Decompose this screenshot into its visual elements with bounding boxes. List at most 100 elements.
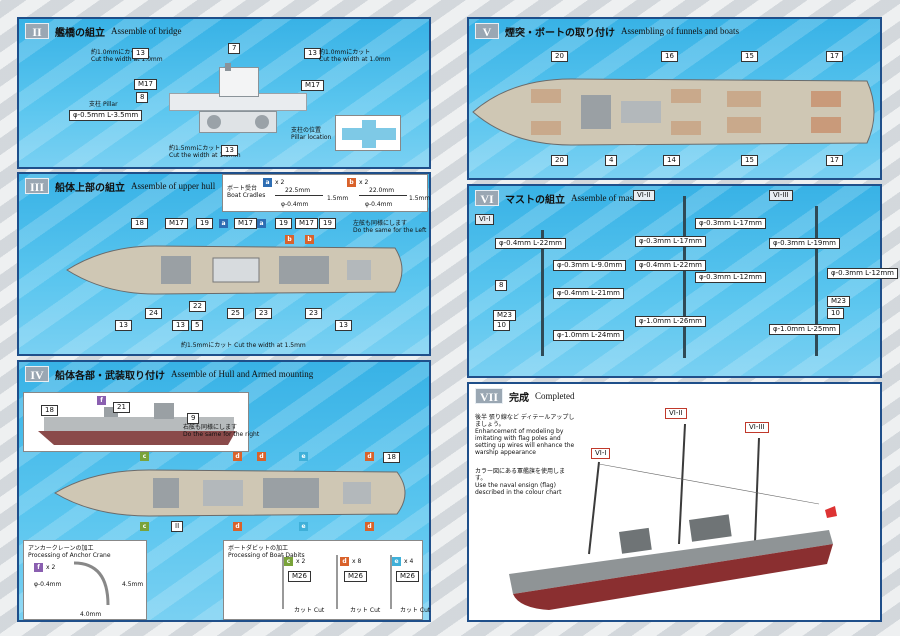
part-label: 10 [493,320,510,331]
section-header: VII 完成 Completed [475,388,575,404]
cradle-dim-b: 22.0mm [369,187,395,194]
mast-dim: φ-0.3mm L-19mm [769,238,840,249]
pillar-dimension: φ-0.5mm L-3.5mm [69,110,143,121]
step-number: VI [475,190,499,206]
mast-subtitle: VI-III [769,190,793,201]
mast-3 [815,206,818,356]
section-masts: VI マストの組立 Assemble of masts VI-I φ-0.4mm… [467,184,898,378]
section-title-jp: 煙突・ボートの取り付け [505,27,615,39]
part-label: 19 [196,218,213,229]
part-label: 8 [136,92,149,103]
mast-dim: φ-0.3mm L-17mm [635,236,706,247]
part-label: M26 [288,571,311,582]
part-label: 22 [189,301,206,312]
part-label: 23 [255,308,272,319]
hull-top-view [53,466,413,520]
part-label: 13 [132,48,149,59]
section-header: III 船体上部の組立 Assemble of upper hull [25,178,215,194]
part-label: 17 [826,155,843,166]
step-number: VII [475,388,504,404]
part-label: M23 [827,296,850,307]
mast-dim: φ-0.4mm L-21mm [553,288,624,299]
step-number: V [475,23,499,39]
mast-2 [683,196,686,358]
part-label: 13 [221,145,238,156]
mast-dim: φ-0.4mm L-22mm [495,238,566,249]
part-label: M26 [396,571,419,582]
callout-vi-i: VI-I [591,448,611,459]
tag-b: b [347,178,356,187]
section-upper-hull: III 船体上部の組立 Assemble of upper hull ボート受台… [17,172,431,356]
part-label: 4 [605,155,618,166]
part-label: 19 [319,218,336,229]
part-label: 18 [131,218,148,229]
part-label: 7 [228,43,241,54]
part-label: M17 [295,218,318,229]
hull-outline [66,245,403,295]
part-label: M17 [134,79,157,90]
part-label: 18 [383,452,400,463]
cradle-dim-a: 22.5mm [285,187,311,194]
part-label: 10 [827,308,844,319]
part-label: 14 [663,155,680,166]
section-title-en: Assemble of Hull and Armed mounting [171,369,314,379]
part-label: 13 [115,320,132,331]
mast-dim: φ-0.4mm L-22mm [635,260,706,271]
side-view-panel [23,392,249,452]
section-funnels-boats: V 煙突・ボートの取り付け Assembling of funnels and … [467,17,882,180]
mast-dim: φ-1.0mm L-26mm [635,316,706,327]
part-label: M26 [344,571,367,582]
part-label: 17 [826,51,843,62]
mast-subtitle: VI-I [475,214,495,225]
part-label: 19 [275,218,292,229]
part-label: II [171,521,184,532]
part-label: 13 [335,320,352,331]
upper-hull-model [65,242,409,298]
part-label: 13 [172,320,189,331]
pillar-note: 支柱 Pillar [89,101,118,108]
section-header: IV 船体各部・武装取り付け Assemble of Hull and Arme… [25,366,313,382]
section-completed: VII 完成 Completed 後半 張り線など ディテールアップしましょう。… [467,382,882,622]
hull-side-view [38,403,236,445]
part-label: 8 [495,280,508,291]
bridge-model [169,63,307,135]
part-label: 20 [551,51,568,62]
section-title-en: Assembling of funnels and boats [621,26,739,36]
step-number: IV [25,366,49,382]
mast-dim: φ-0.3mm L-17mm [695,218,766,229]
flag-note: カラー図にある軍艦旗を使用します。Use the naval ensign (f… [475,468,566,496]
part-label: M17 [165,218,188,229]
part-label: 20 [551,155,568,166]
mast-dim: φ-0.3mm L-12mm [695,272,766,283]
part-label: M17 [301,80,324,91]
part-label: 13 [304,48,321,59]
section-hull-armed: IV 船体各部・武装取り付け Assemble of Hull and Arme… [17,360,431,622]
mast-1 [541,230,544,356]
section-header: V 煙突・ボートの取り付け Assembling of funnels and … [475,23,739,39]
mast-dim: φ-0.3mm L-12mm [827,268,898,279]
section-title-jp: 艦橋の組立 [55,27,105,39]
part-label: 24 [145,308,162,319]
step-number: II [25,23,49,39]
section-header: VI マストの組立 Assemble of masts [475,190,639,206]
part-label: 5 [191,320,204,331]
part-label: 23 [305,308,322,319]
section-title-en: Completed [535,391,575,401]
part-label: 9 [187,413,200,424]
section-title-jp: 船体各部・武装取り付け [55,370,165,382]
mast-subtitle: VI-II [633,190,655,201]
completed-ship-model [489,423,869,614]
mast-dim: φ-0.3mm L-9.0mm [553,260,627,271]
part-label: 21 [113,402,130,413]
section-title-en: Assemble of bridge [111,26,182,36]
cut-note: 約1.5mmにカット Cut the width at 1.5mm [181,342,306,349]
